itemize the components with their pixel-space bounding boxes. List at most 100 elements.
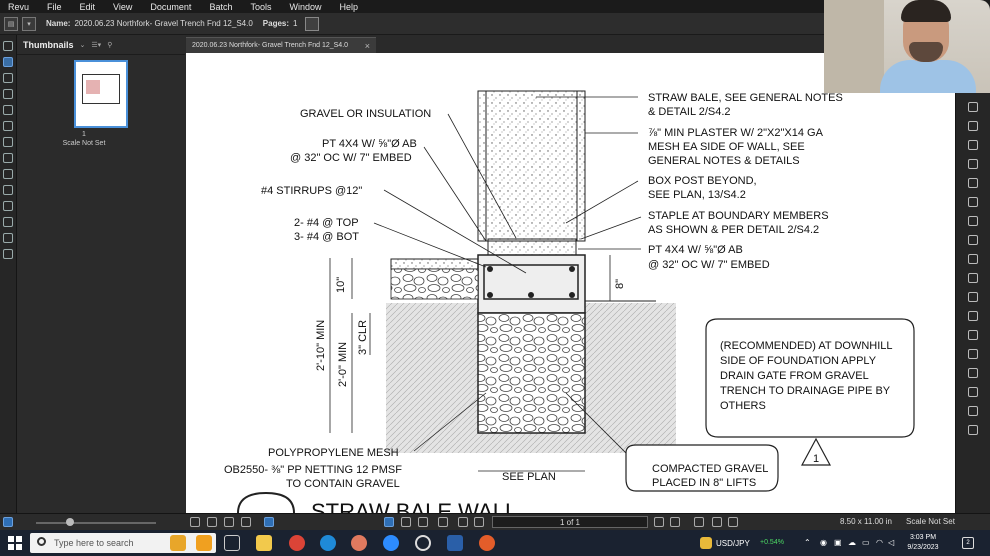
label-boxpost-2: SEE PLAN, 13/S4.2 [648, 189, 746, 201]
menu-item-view[interactable]: View [113, 1, 133, 12]
tray-app-icon-1[interactable]: ◉ [820, 538, 827, 547]
wifi-icon[interactable]: ◠ [876, 538, 883, 547]
menu-item-file[interactable]: File [47, 1, 62, 12]
text-icon[interactable] [968, 140, 978, 150]
tool-chest-icon[interactable] [3, 105, 13, 115]
zoom-icon[interactable] [438, 517, 448, 527]
cloud-sync-icon[interactable]: ☁ [848, 538, 856, 547]
zoom-app-icon[interactable] [383, 535, 399, 551]
recorder-icon[interactable] [479, 535, 495, 551]
bookmarks-icon[interactable] [3, 73, 13, 83]
crop-icon[interactable] [968, 178, 978, 188]
dimension-icon[interactable] [968, 273, 978, 283]
menu-item-edit[interactable]: Edit [79, 1, 96, 12]
measurements-icon[interactable] [3, 169, 13, 179]
stamp-icon[interactable] [968, 406, 978, 416]
sets-icon[interactable] [3, 249, 13, 259]
page-indicator[interactable]: 1 of 1 [492, 516, 648, 528]
select-icon[interactable] [968, 102, 978, 112]
studio-icon[interactable] [3, 153, 13, 163]
grid-icon[interactable] [190, 517, 200, 527]
settings-icon[interactable] [415, 535, 431, 551]
edge-icon[interactable] [320, 535, 336, 551]
cloud-icon[interactable] [968, 368, 978, 378]
eraser-icon[interactable] [968, 387, 978, 397]
tray-chevron-icon[interactable]: ⌃ [804, 538, 811, 547]
collapse-icon[interactable]: ⌄ [79, 41, 86, 49]
rectangle-icon[interactable] [968, 311, 978, 321]
menu-item-document[interactable]: Document [150, 1, 192, 12]
arc-icon[interactable] [968, 235, 978, 245]
windows-start-icon[interactable] [8, 536, 22, 550]
menu-item-help[interactable]: Help [339, 1, 358, 12]
volume-icon[interactable]: ◁ [888, 538, 895, 547]
menu-item-revu[interactable]: Revu [8, 1, 30, 12]
task-view-icon[interactable] [224, 535, 240, 551]
thumbnail-size-slider[interactable] [36, 522, 156, 524]
polyline-icon[interactable] [968, 254, 978, 264]
document-tab[interactable]: 2020.06.23 Northfork- Gravel Trench Fnd … [186, 37, 376, 53]
page-thumbnail[interactable] [74, 60, 128, 128]
file-access-icon[interactable] [3, 217, 13, 227]
taskbar-clock[interactable]: 3:03 PM 9/23/2023 [900, 533, 946, 553]
snap-icon[interactable] [207, 517, 217, 527]
file-bar: ▤ ▾ Name: 2020.06.23 Northfork- Gravel T… [0, 13, 990, 35]
pages-count: 1 [293, 19, 298, 28]
add-page-icon[interactable] [694, 517, 704, 527]
chrome-icon[interactable] [289, 535, 305, 551]
taskbar-search-input[interactable]: Type here to search [30, 533, 216, 553]
file-menu-icon[interactable]: ▤ [4, 16, 18, 31]
currency-icon[interactable] [700, 537, 712, 549]
cortana-icon[interactable] [196, 535, 212, 551]
line-icon[interactable] [968, 197, 978, 207]
select-tool-icon[interactable] [401, 517, 411, 527]
menu-item-window[interactable]: Window [289, 1, 322, 12]
pan-icon[interactable] [968, 121, 978, 131]
revu-app-icon[interactable] [447, 535, 463, 551]
markups-icon[interactable] [3, 137, 13, 147]
content-snap-icon[interactable] [224, 517, 234, 527]
sync-icon[interactable] [264, 517, 274, 527]
pan-tool-icon[interactable] [384, 517, 394, 527]
battery-icon[interactable]: ▭ [862, 538, 870, 547]
select-text-icon[interactable] [418, 517, 428, 527]
drawing-canvas[interactable]: GRAVEL OR INSULATION PT 4X4 W/ ⅝"Ø AB @ … [186, 53, 955, 513]
webcam-person-hair [901, 0, 951, 22]
next-page-icon[interactable] [654, 517, 664, 527]
first-page-icon[interactable] [458, 517, 468, 527]
polygon-icon[interactable] [968, 349, 978, 359]
last-page-icon[interactable] [670, 517, 680, 527]
weather-icon[interactable] [170, 535, 186, 551]
menu-item-batch[interactable]: Batch [209, 1, 233, 12]
menu-item-tools[interactable]: Tools [250, 1, 272, 12]
layout-dropdown-icon[interactable]: ☰▾ [91, 41, 102, 49]
file-explorer-icon[interactable] [256, 535, 272, 551]
search-icon[interactable] [3, 233, 13, 243]
signatures-icon[interactable] [3, 185, 13, 195]
slider-knob[interactable] [66, 518, 74, 526]
ticker-symbol[interactable]: USD/JPY [716, 539, 750, 548]
dropdown-icon[interactable]: ▾ [22, 16, 36, 31]
filter-icon[interactable]: ⚲ [107, 41, 113, 49]
ellipse-icon[interactable] [968, 330, 978, 340]
panel-icon[interactable] [3, 41, 13, 51]
prev-page-icon[interactable] [474, 517, 484, 527]
layers-icon[interactable] [3, 89, 13, 99]
highlight-icon[interactable] [968, 159, 978, 169]
ruler-icon[interactable] [968, 425, 978, 435]
search-icon [37, 537, 46, 546]
links-icon[interactable] [3, 201, 13, 211]
close-tab-icon[interactable]: × [364, 40, 370, 51]
markup-snap-icon[interactable] [241, 517, 251, 527]
tray-app-icon-2[interactable]: ▣ [834, 538, 842, 547]
notification-icon[interactable]: 2 [962, 537, 974, 549]
panel-toggle-icon[interactable] [3, 517, 13, 527]
chrome-profile-icon[interactable] [351, 535, 367, 551]
thumbnails-icon[interactable] [3, 57, 13, 67]
forward-view-icon[interactable] [728, 517, 738, 527]
page-icon[interactable] [305, 16, 320, 31]
properties-icon[interactable] [3, 121, 13, 131]
arrow-icon[interactable] [968, 292, 978, 302]
back-view-icon[interactable] [712, 517, 722, 527]
pen-icon[interactable] [968, 216, 978, 226]
